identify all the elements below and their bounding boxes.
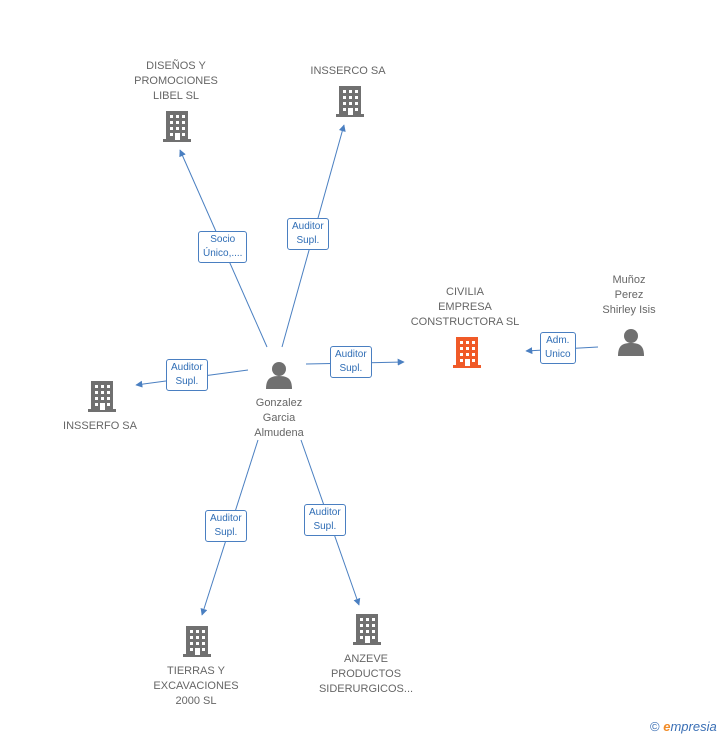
node-label-insserfo[interactable]: INSSERFO SA	[63, 420, 137, 432]
person-icon[interactable]	[618, 329, 644, 356]
edge-label-auditor-supl: Auditor Supl.	[304, 504, 346, 536]
building-icon[interactable]	[183, 626, 211, 657]
edge-label-auditor-supl: Auditor Supl.	[287, 218, 329, 250]
edge-label-socio-unico: Socio Único,....	[198, 231, 248, 263]
building-icon[interactable]	[353, 614, 381, 645]
edge-label-adm-unico: Adm. Unico	[540, 332, 576, 364]
node-label-anzeve[interactable]: ANZEVE PRODUCTOS SIDERURGICOS...	[318, 653, 414, 695]
copyright-icon: ©	[650, 719, 660, 734]
building-icon[interactable]	[453, 337, 481, 368]
node-label-tierras[interactable]: TIERRAS Y EXCAVACIONES 2000 SL	[153, 665, 239, 707]
node-label-munoz[interactable]: Muñoz Perez Shirley Isis	[602, 274, 656, 316]
building-icon[interactable]	[336, 86, 364, 117]
brand-name: mpresia	[670, 719, 717, 734]
building-icon[interactable]	[88, 381, 116, 412]
building-icon[interactable]	[163, 111, 191, 142]
node-label-disenos[interactable]: DISEÑOS Y PROMOCIONES LIBEL SL	[134, 60, 218, 102]
brand-initial: e	[663, 719, 671, 734]
empresia-watermark: © empresia	[650, 719, 717, 734]
edge-label-auditor-supl: Auditor Supl.	[205, 510, 247, 542]
edge-label-auditor-supl: Auditor Supl.	[166, 359, 208, 391]
edge-label-auditor-supl: Auditor Supl.	[330, 346, 372, 378]
person-icon[interactable]	[266, 362, 292, 389]
node-label-gonzalez[interactable]: Gonzalez Garcia Almudena	[254, 397, 304, 439]
node-label-civilia[interactable]: CIVILIA EMPRESA CONSTRUCTORA SL	[410, 286, 520, 328]
node-label-insserco[interactable]: INSSERCO SA	[310, 65, 386, 77]
